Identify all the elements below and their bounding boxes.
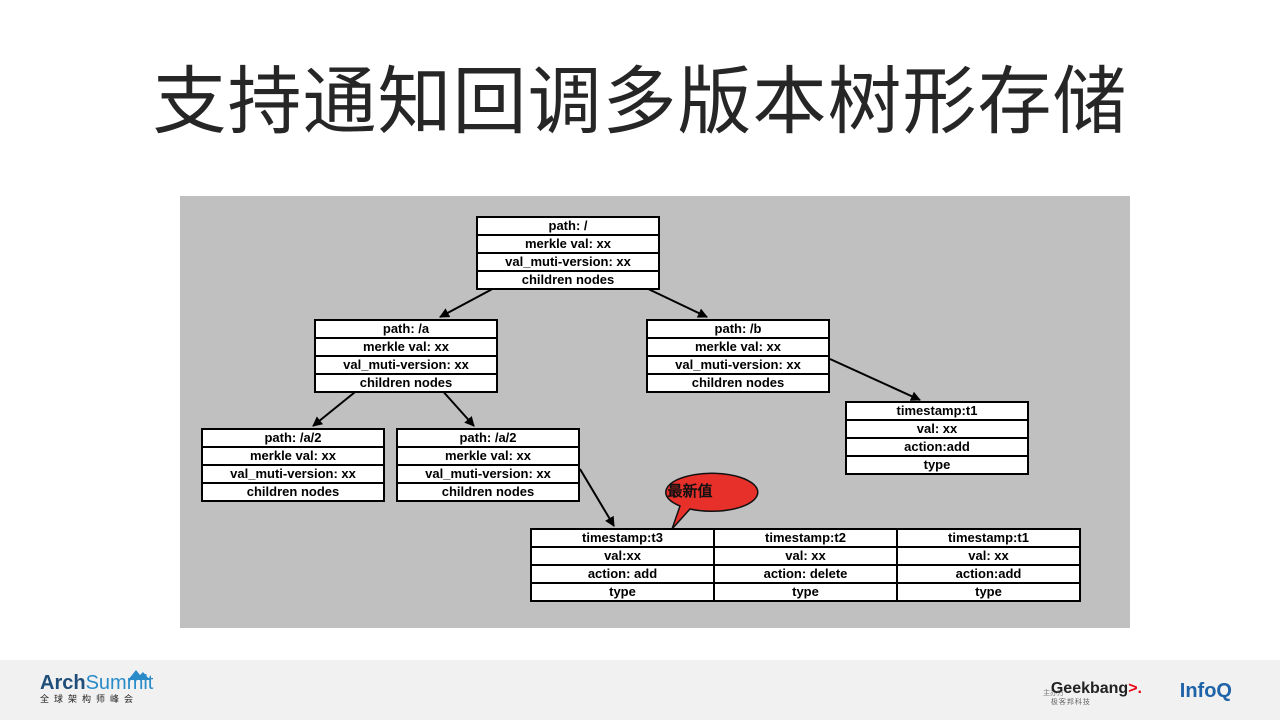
node-a2-left-children: children nodes — [246, 484, 340, 499]
node-a-version: val_muti-version: xx — [316, 357, 496, 375]
node-root: path: / merkle val: xx val_muti-version:… — [476, 216, 660, 290]
node-a2-left-version: val_muti-version: xx — [203, 466, 383, 484]
node-version-t2-type: type — [792, 584, 819, 599]
slide-title: 支持通知回调多版本树形存储 — [152, 59, 1128, 145]
edge-root-to-b — [641, 285, 708, 318]
node-b: path: /b merkle val: xx val_muti-version… — [646, 319, 830, 393]
node-a-path: path: /a — [316, 321, 496, 339]
node-version-t2-timestamp: timestamp:t2 — [715, 530, 896, 548]
logo-subtitle: 全球架构师峰会 — [40, 695, 139, 705]
node-b-version-t1: timestamp:t1 val: xx action:add type — [845, 401, 1029, 475]
node-root-children: children nodes — [521, 272, 615, 287]
latest-value-label: 最新值 — [667, 482, 713, 500]
geekbang-name: Geekbang — [1050, 680, 1129, 697]
node-root-merkle: merkle val: xx — [478, 236, 658, 254]
node-version-t3: timestamp:t3 val:xx action: add type — [530, 528, 715, 602]
node-version-t2-val: val: xx — [715, 548, 896, 566]
node-b-version-t1-type: type — [923, 457, 951, 472]
node-a2-left-merkle: merkle val: xx — [203, 448, 383, 466]
node-a2-right-version: val_muti-version: xx — [398, 466, 578, 484]
infoq-logo: InfoQ — [1179, 680, 1232, 702]
node-version-t1: timestamp:t1 val: xx action:add type — [896, 528, 1081, 602]
node-version-t2-action: action: delete — [715, 566, 896, 584]
node-root-path: path: / — [478, 218, 658, 236]
node-version-t3-action: action: add — [532, 566, 713, 584]
edge-b-to-version — [829, 358, 921, 401]
node-b-version-t1-action: action:add — [847, 439, 1027, 457]
node-root-version: val_muti-version: xx — [478, 254, 658, 272]
latest-value-bubble — [665, 472, 759, 530]
node-b-version-t1-timestamp: timestamp:t1 — [847, 403, 1027, 421]
node-a2-left-path: path: /a/2 — [203, 430, 383, 448]
edge-a2-to-versions — [579, 468, 615, 527]
archsummit-logo: ArchSummit 全球架构师峰会 — [40, 670, 153, 706]
node-a2-right-children: children nodes — [441, 484, 535, 499]
node-version-t1-val: val: xx — [898, 548, 1079, 566]
geekbang-logo: Geekbang>. 极客邦科技 — [1051, 680, 1142, 707]
node-version-t3-timestamp: timestamp:t3 — [532, 530, 713, 548]
geekbang-wordmark: Geekbang>. — [1051, 680, 1142, 698]
node-b-path: path: /b — [648, 321, 828, 339]
node-a: path: /a merkle val: xx val_muti-version… — [314, 319, 498, 393]
node-a-children: children nodes — [359, 375, 453, 390]
node-b-children: children nodes — [691, 375, 785, 390]
tree-diagram: path: / merkle val: xx val_muti-version:… — [180, 196, 1130, 628]
node-b-version-t1-val: val: xx — [847, 421, 1027, 439]
node-version-t1-type: type — [975, 584, 1002, 599]
node-a-merkle: merkle val: xx — [316, 339, 496, 357]
geekbang-subtitle: 极客邦科技 — [1050, 698, 1091, 706]
node-b-merkle: merkle val: xx — [648, 339, 828, 357]
node-a2-left: path: /a/2 merkle val: xx val_muti-versi… — [201, 428, 385, 502]
node-b-version: val_muti-version: xx — [648, 357, 828, 375]
diagram-edges — [312, 285, 921, 530]
edge-a-to-a2-right — [439, 387, 475, 427]
node-version-t1-timestamp: timestamp:t1 — [898, 530, 1079, 548]
node-version-t2: timestamp:t2 val: xx action: delete type — [713, 528, 898, 602]
node-a2-right: path: /a/2 merkle val: xx val_muti-versi… — [396, 428, 580, 502]
node-a2-right-path: path: /a/2 — [398, 430, 578, 448]
geekbang-arrow-icon: >. — [1128, 680, 1142, 697]
sponsor-label: 主办方 — [1043, 689, 1064, 697]
node-version-t3-val: val:xx — [532, 548, 713, 566]
node-version-t3-type: type — [609, 584, 636, 599]
mountain-icon — [128, 670, 150, 680]
node-version-t1-action: action:add — [898, 566, 1079, 584]
slide-footer: ArchSummit 全球架构师峰会 主办方 Geekbang>. 极客邦科技 … — [0, 660, 1280, 720]
edge-root-to-a — [439, 285, 499, 318]
logo-arch: Arch — [40, 672, 86, 694]
node-a2-right-merkle: merkle val: xx — [398, 448, 578, 466]
edge-a-to-a2-left — [312, 387, 361, 427]
